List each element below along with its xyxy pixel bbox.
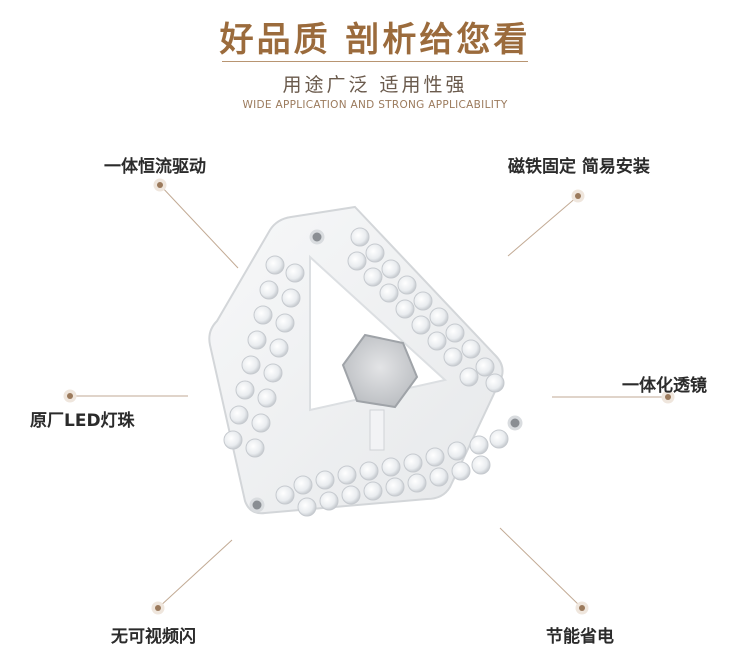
magnet-screw-top (309, 229, 325, 245)
led-beads (223, 227, 509, 517)
callout-line-driver (159, 184, 239, 269)
feature-label-energy: 节能省电 (546, 627, 614, 647)
feature-label-flicker: 无可视频闪 (111, 627, 196, 647)
page-title: 好品质 剖析给您看 (219, 20, 531, 60)
feature-label-magnet: 磁铁固定 简易安装 (508, 157, 650, 177)
feature-label-led: 原厂LED灯珠 (30, 411, 135, 431)
callout-line-flicker (157, 539, 233, 609)
feature-label-lens: 一体化透镜 (622, 376, 707, 396)
callout-line-magnet (507, 195, 579, 257)
title-divider (222, 61, 528, 62)
magnet-screw-bottom (249, 497, 265, 513)
page-subtitle: 用途广泛 适用性强 (282, 74, 468, 96)
feature-label-driver: 一体恒流驱动 (104, 157, 206, 177)
driver-stem (369, 409, 385, 451)
callout-line-energy (499, 527, 583, 609)
page-subtitle-en: WIDE APPLICATION AND STRONG APPLICABILIT… (242, 99, 508, 111)
led-module-image (208, 205, 523, 517)
magnet-screw-right (507, 415, 523, 431)
hex-driver (341, 333, 419, 409)
